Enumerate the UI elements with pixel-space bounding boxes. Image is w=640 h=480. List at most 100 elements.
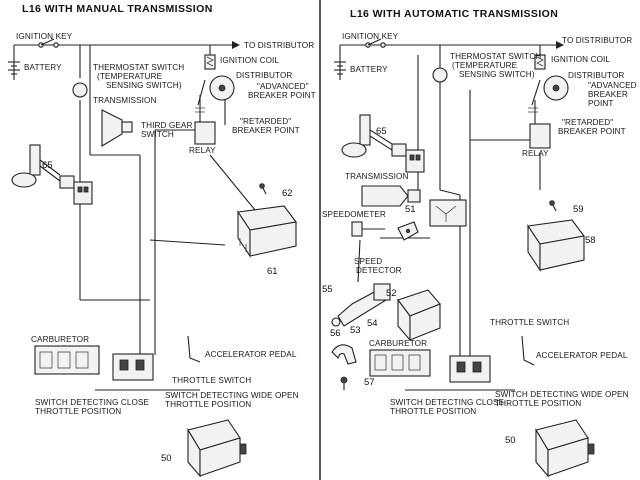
manual-thermostat-label-1: THERMOSTAT SWITCH [93,63,184,72]
manual-third-gear-label-1: THIRD GEAR [141,121,193,130]
automatic-wiring [339,44,560,391]
manual-close-switch-label-2: THROTTLE POSITION [35,407,121,416]
manual-part-61-label: 61 [267,266,278,277]
manual-title: L16 WITH MANUAL TRANSMISSION [22,3,213,15]
automatic-control-unit-50 [535,419,595,478]
automatic-part-55-label: 55 [322,284,333,295]
automatic-close-switch-label-1: SWITCH DETECTING CLOSE [390,398,505,407]
automatic-relay-label: RELAY [522,149,549,158]
automatic-part-51-label: 51 [405,204,416,215]
automatic-battery-symbol [334,61,346,75]
manual-transmission [101,109,133,147]
manual-relay-module-61 [237,205,297,258]
automatic-control-box-52 [397,289,441,342]
manual-part-65-label: 65 [42,160,53,171]
manual-ignition-coil-label: IGNITION COIL [220,56,279,65]
manual-battery-label: BATTERY [24,63,62,72]
automatic-clamp-56 [331,344,357,365]
manual-accelerator-label: ACCELERATOR PEDAL [205,350,297,359]
automatic-wide-switch-label-1: SWITCH DETECTING WIDE OPEN [495,390,629,399]
automatic-retarded-label-1: "RETARDED" [562,118,613,127]
automatic-close-switch-label-2: THROTTLE POSITION [390,407,476,416]
manual-close-switch-label-1: SWITCH DETECTING CLOSE [35,398,150,407]
automatic-advanced-label-3: POINT [588,99,614,108]
manual-throttle-switch-label: THROTTLE SWITCH [172,376,251,385]
manual-distributor [195,75,235,113]
manual-throttle-switch-unit [112,353,154,381]
automatic-retarded-label-2: BREAKER POINT [558,127,626,136]
automatic-part-54-label: 54 [367,318,378,329]
automatic-bolt-57 [340,376,348,390]
manual-ignition-key-symbol [38,38,59,48]
automatic-speed-switch-box [429,199,467,227]
automatic-part-57-label: 57 [364,377,375,388]
manual-accelerator-pedal [187,335,201,363]
automatic-thermostat-sensor-65 [341,114,425,173]
automatic-part-56-label: 56 [330,328,341,339]
automatic-speed-detector-label-2: DETECTOR [356,266,402,275]
automatic-advanced-label-2: BREAKER [588,90,628,99]
manual-part-50-label: 50 [161,453,172,464]
manual-distributor-label: DISTRIBUTOR [236,71,292,80]
manual-retarded-label-2: BREAKER POINT [232,126,300,135]
manual-carburetor-label: CARBURETOR [31,335,89,344]
automatic-part-52-label: 52 [386,288,397,299]
manual-thermostat-sensor-65 [11,144,93,205]
automatic-thermostat-label-1: THERMOSTAT SWITCH [450,52,541,61]
automatic-speedometer-label: SPEEDOMETER [322,210,386,219]
manual-ignition-key-label: IGNITION KEY [16,32,73,41]
automatic-relay-module-58 [527,219,585,272]
manual-transmission-label: TRANSMISSION [93,96,157,105]
automatic-part-65-label: 65 [376,126,387,137]
automatic-panel: L16 WITH AUTOMATIC TRANSMISSION IGNITION… [322,8,637,478]
automatic-throttle-switch-label: THROTTLE SWITCH [490,318,569,327]
manual-thermostat-label-3: SENSING SWITCH) [106,81,182,90]
automatic-part-50-label: 50 [505,435,516,446]
automatic-thermostat-label-2: (TEMPERATURE [452,61,518,70]
automatic-accelerator-label: ACCELERATOR PEDAL [536,351,628,360]
automatic-throttle-switch-unit [449,355,491,383]
automatic-carburetor [369,349,431,377]
manual-panel: L16 WITH MANUAL TRANSMISSION IG [8,3,316,478]
automatic-part-58-label: 58 [585,235,596,246]
manual-screw-62 [259,183,267,195]
automatic-carburetor-label: CARBURETOR [369,339,427,348]
manual-part-62-label: 62 [282,188,293,199]
automatic-accelerator-pedal [521,335,535,366]
manual-wide-switch-label-2: THROTTLE POSITION [165,400,251,409]
automatic-distributor [528,75,569,113]
automatic-part-59-label: 59 [573,204,584,215]
manual-advanced-label-2: BREAKER POINT [248,91,316,100]
automatic-transmission-label: TRANSMISSION [345,172,409,181]
manual-thermostat-label-2: (TEMPERATURE [97,72,163,81]
automatic-ignition-key-label: IGNITION KEY [342,32,399,41]
manual-retarded-label-1: "RETARDED" [240,117,291,126]
manual-to-distributor-label: TO DISTRIBUTOR [244,41,314,50]
automatic-ignition-coil-label: IGNITION COIL [551,55,610,64]
manual-control-unit-50 [187,419,247,478]
automatic-to-distributor-label: TO DISTRIBUTOR [562,36,632,45]
manual-wiring [13,44,256,391]
manual-third-gear-label-2: SWITCH [141,130,174,139]
automatic-bracket-51 [397,221,419,241]
manual-battery-symbol [8,61,20,75]
automatic-transmission [361,185,421,207]
automatic-wide-switch-label-2: THROTTLE POSITION [495,399,581,408]
automatic-to-distributor-arrow [556,41,564,49]
manual-relay [194,121,216,145]
automatic-speed-detector-label-1: SPEED [354,257,382,266]
manual-carburetor [34,345,100,375]
manual-wide-switch-label-1: SWITCH DETECTING WIDE OPEN [165,391,299,400]
automatic-ignition-key-symbol [365,38,386,48]
manual-relay-label: RELAY [189,146,216,155]
automatic-title: L16 WITH AUTOMATIC TRANSMISSION [350,8,558,20]
automatic-part-53-label: 53 [350,325,361,336]
manual-ignition-coil [204,54,216,70]
automatic-thermostat-switch-symbol [432,67,448,83]
automatic-relay [529,123,551,149]
automatic-distributor-label: DISTRIBUTOR [568,71,624,80]
automatic-advanced-label-1: "ADVANCED [588,81,637,90]
automatic-battery-label: BATTERY [350,65,388,74]
